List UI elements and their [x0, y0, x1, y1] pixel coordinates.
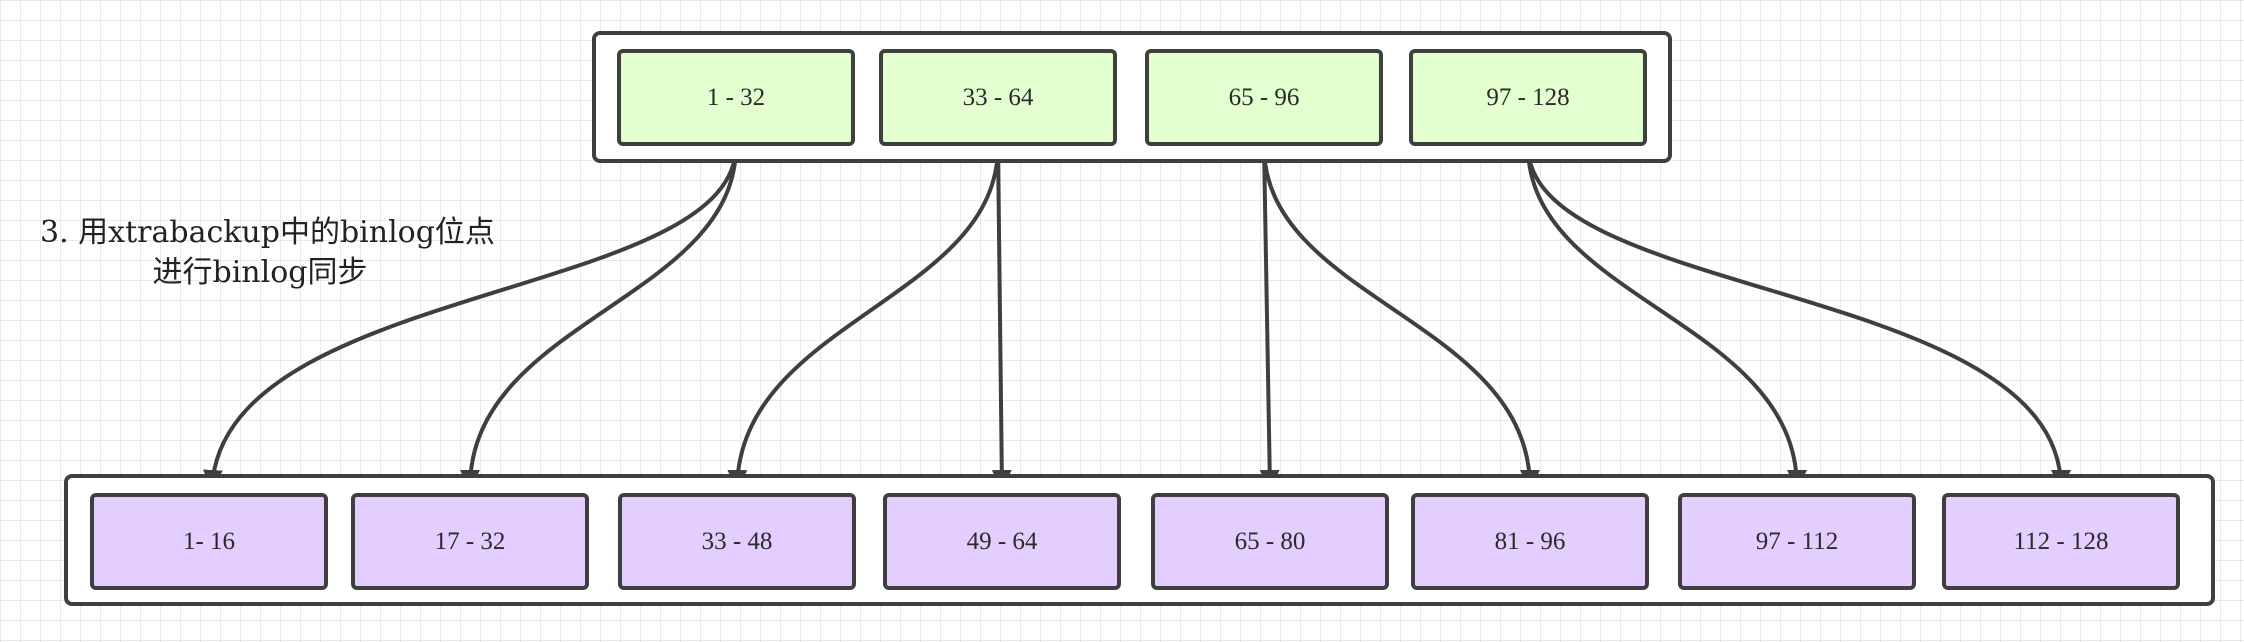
- bottom-node-8[interactable]: 112 - 128: [1942, 493, 2180, 590]
- edge-top2-bottom3: [727, 145, 1000, 490]
- top-node-1[interactable]: 1 - 32: [617, 49, 855, 146]
- bottom-node-2-label: 17 - 32: [434, 527, 506, 555]
- bottom-node-3-label: 33 - 48: [701, 527, 773, 555]
- bottom-node-8-label: 112 - 128: [2013, 527, 2109, 555]
- edge-top2-bottom4: [991, 145, 1012, 490]
- edge-top3-bottom6: [1262, 145, 1540, 490]
- bottom-node-2[interactable]: 17 - 32: [351, 493, 589, 590]
- top-node-2-label: 33 - 64: [962, 83, 1034, 111]
- edge-top4-bottom7: [1526, 145, 1807, 490]
- bottom-node-7[interactable]: 97 - 112: [1678, 493, 1916, 590]
- bottom-node-4[interactable]: 49 - 64: [883, 493, 1121, 590]
- top-node-2[interactable]: 33 - 64: [879, 49, 1117, 146]
- bottom-node-7-label: 97 - 112: [1755, 527, 1839, 555]
- bottom-node-1-label: 1- 16: [182, 527, 236, 555]
- edge-top4-bottom8: [1526, 145, 2071, 490]
- bottom-node-5[interactable]: 65 - 80: [1151, 493, 1389, 590]
- edge-top1-bottom1: [202, 145, 738, 490]
- top-node-1-label: 1 - 32: [706, 83, 766, 111]
- sync-note: 3. 用xtrabackup中的binlog位点 进行binlog同步: [40, 213, 495, 293]
- bottom-node-3[interactable]: 33 - 48: [618, 493, 856, 590]
- edge-top3-bottom5: [1259, 145, 1280, 490]
- sync-note-line-1: 3. 用xtrabackup中的binlog位点: [40, 215, 495, 250]
- sync-note-line-2: 进行binlog同步: [152, 255, 368, 290]
- bottom-node-5-label: 65 - 80: [1234, 527, 1306, 555]
- bottom-node-4-label: 49 - 64: [966, 527, 1038, 555]
- top-node-3-label: 65 - 96: [1228, 83, 1300, 111]
- bottom-node-1[interactable]: 1- 16: [90, 493, 328, 590]
- bottom-node-6[interactable]: 81 - 96: [1411, 493, 1649, 590]
- top-node-4-label: 97 - 128: [1486, 83, 1570, 111]
- edge-top1-bottom2: [460, 145, 738, 490]
- top-node-4[interactable]: 97 - 128: [1409, 49, 1647, 146]
- top-node-3[interactable]: 65 - 96: [1145, 49, 1383, 146]
- bottom-node-6-label: 81 - 96: [1494, 527, 1566, 555]
